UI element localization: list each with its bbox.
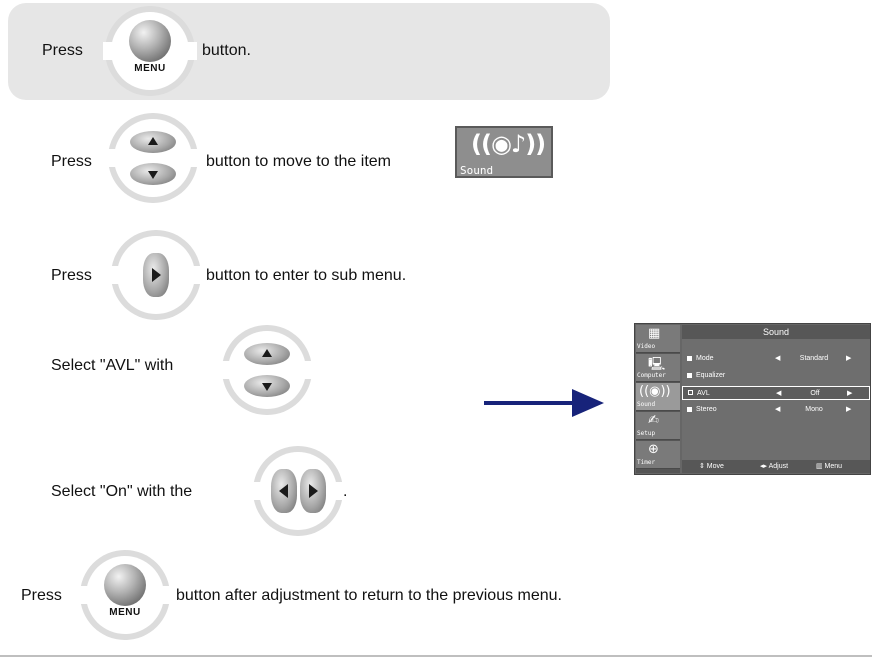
menu-ball-icon — [129, 20, 171, 62]
menu-button[interactable]: MENU — [103, 6, 197, 96]
down-arrow-icon — [262, 383, 272, 391]
sound-icon-caption: Sound — [460, 164, 494, 177]
bottom-divider — [0, 655, 872, 657]
video-icon: ▦ — [648, 326, 661, 341]
osd-footer-menu: ▥ Menu — [816, 463, 843, 470]
step-2-press-text: Press — [51, 153, 92, 170]
pointer-arrow-head — [572, 389, 604, 417]
step-4-text: Select "AVL" with — [51, 357, 174, 374]
step-5-period: . — [343, 483, 348, 500]
menu-ball-icon — [104, 564, 146, 606]
step-2-after-text: button to move to the item — [206, 153, 391, 170]
sound-speaker-icon: ((◉♪)) — [471, 130, 546, 158]
up-down-button[interactable] — [106, 113, 200, 203]
osd-tab-timer: ⊕ Timer — [636, 441, 680, 469]
osd-title: Sound — [682, 325, 870, 339]
osd-row-equalizer: Equalizer — [682, 369, 870, 383]
pointer-arrow-icon — [484, 401, 576, 405]
menu-button-label: MENU — [134, 63, 166, 74]
up-down-button-2[interactable] — [220, 325, 314, 415]
down-arrow-button[interactable] — [244, 375, 290, 397]
left-right-button[interactable] — [251, 446, 345, 536]
step-3-press-text: Press — [51, 267, 92, 284]
right-button[interactable] — [109, 230, 203, 320]
left-arrow-icon — [279, 484, 288, 498]
down-arrow-icon — [148, 171, 158, 179]
osd-tab-setup: ✍ Setup — [636, 412, 680, 440]
step-1-press-text: Press — [42, 42, 83, 59]
up-arrow-icon — [148, 137, 158, 145]
step-5-text: Select "On" with the — [51, 483, 193, 500]
up-arrow-button[interactable] — [130, 131, 176, 153]
setup-icon: ✍ — [648, 413, 659, 428]
osd-sound-menu-screen: ▦ Video 🖳 Computer ((◉)) Sound ✍ Setup ⊕… — [634, 323, 871, 475]
osd-tab-sound: ((◉)) Sound — [636, 383, 680, 411]
osd-footer-adjust: ◂▸ Adjust — [760, 463, 789, 470]
osd-main-panel: Sound Mode ◀Standard▶ Equalizer AVL ◀Off… — [682, 325, 870, 473]
up-arrow-icon — [262, 349, 272, 357]
osd-row-stereo: Stereo ◀Mono▶ — [682, 403, 870, 417]
osd-row-avl: AVL ◀Off▶ — [682, 386, 870, 400]
step-3-after-text: button to enter to sub menu. — [206, 267, 407, 284]
right-arrow-button[interactable] — [143, 253, 169, 297]
osd-footer: ⇕ Move ◂▸ Adjust ▥ Menu — [682, 460, 870, 473]
left-arrow-button[interactable] — [271, 469, 297, 513]
osd-sidebar: ▦ Video 🖳 Computer ((◉)) Sound ✍ Setup ⊕… — [636, 325, 680, 473]
up-arrow-button[interactable] — [244, 343, 290, 365]
osd-row-mode: Mode ◀Standard▶ — [682, 352, 870, 366]
osd-tab-computer: 🖳 Computer — [636, 354, 680, 382]
right-arrow-icon — [309, 484, 318, 498]
step-6-press-text: Press — [21, 587, 62, 604]
menu-button-label: MENU — [109, 607, 141, 618]
osd-tab-video: ▦ Video — [636, 325, 680, 353]
step-6-after-text: button after adjustment to return to the… — [176, 587, 562, 604]
computer-icon: 🖳 — [648, 357, 666, 372]
right-arrow-button[interactable] — [300, 469, 326, 513]
step-1-after-text: button. — [202, 42, 251, 59]
sound-icon: ((◉)) — [639, 384, 671, 399]
timer-icon: ⊕ — [648, 442, 659, 457]
right-arrow-icon — [152, 268, 161, 282]
step-1-panel — [8, 3, 610, 100]
down-arrow-button[interactable] — [130, 163, 176, 185]
menu-button-2[interactable]: MENU — [78, 550, 172, 640]
sound-menu-icon: ((◉♪)) Sound — [455, 126, 553, 178]
osd-footer-move: ⇕ Move — [699, 463, 724, 470]
